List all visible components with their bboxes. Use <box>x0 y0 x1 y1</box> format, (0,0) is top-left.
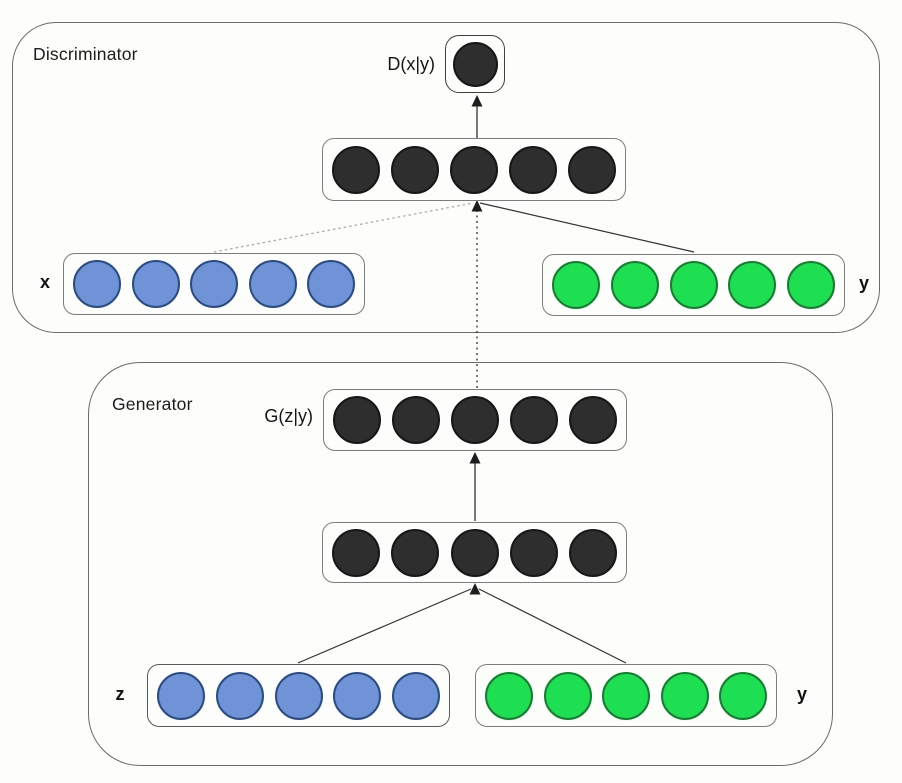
neuron-node <box>307 260 355 308</box>
neuron-node <box>332 145 380 194</box>
neuron-node <box>569 528 617 577</box>
neuron-node <box>610 261 659 309</box>
neuron-node <box>485 671 533 720</box>
neuron-node <box>543 671 592 720</box>
neuron-node <box>451 396 499 444</box>
gen-input-z-layer <box>147 664 450 727</box>
neuron-node <box>392 671 440 720</box>
disc-output-node-box <box>445 35 505 93</box>
gen-input-z-label: z <box>115 684 125 704</box>
neuron-node <box>450 145 498 194</box>
neuron-node <box>787 261 835 309</box>
neuron-node <box>602 671 650 720</box>
neuron-node <box>333 671 382 720</box>
neuron-node <box>452 41 498 87</box>
neuron-node <box>190 260 238 308</box>
gen-output-label: G(z|y) <box>264 406 313 426</box>
disc-input-x-label: x <box>39 272 50 292</box>
neuron-node <box>568 145 616 194</box>
neuron-node <box>333 396 381 444</box>
neuron-node <box>248 260 297 308</box>
gen-output-layer <box>323 389 627 451</box>
disc-input-x-layer <box>63 253 365 315</box>
neuron-node <box>332 528 380 577</box>
discriminator-container-box <box>12 22 880 333</box>
disc-input-y-layer <box>542 254 845 316</box>
neuron-node <box>215 671 264 720</box>
disc-output-label: D(x|y) <box>387 54 435 74</box>
gen-input-y-label: y <box>796 684 807 704</box>
generator-container-box <box>88 362 833 766</box>
neuron-node <box>131 260 180 308</box>
neuron-node <box>660 671 709 720</box>
disc-input-y-label: y <box>858 273 869 293</box>
generator-title: Generator <box>112 394 193 414</box>
neuron-node <box>450 528 499 577</box>
disc-hidden-layer <box>322 138 626 201</box>
neuron-node <box>728 261 777 309</box>
neuron-node <box>157 671 205 720</box>
neuron-node <box>510 396 558 444</box>
neuron-node <box>391 145 439 194</box>
neuron-node <box>391 528 440 577</box>
neuron-node <box>669 261 718 309</box>
neuron-node <box>552 261 600 309</box>
neuron-node <box>274 671 323 720</box>
neuron-node <box>392 396 440 444</box>
neuron-node <box>509 528 558 577</box>
neuron-node <box>719 671 767 720</box>
neuron-node <box>569 396 617 444</box>
gen-hidden-layer <box>322 522 627 583</box>
neuron-node <box>73 260 121 308</box>
gen-input-y-layer <box>475 664 777 727</box>
neuron-node <box>509 145 557 194</box>
discriminator-title: Discriminator <box>33 44 138 64</box>
